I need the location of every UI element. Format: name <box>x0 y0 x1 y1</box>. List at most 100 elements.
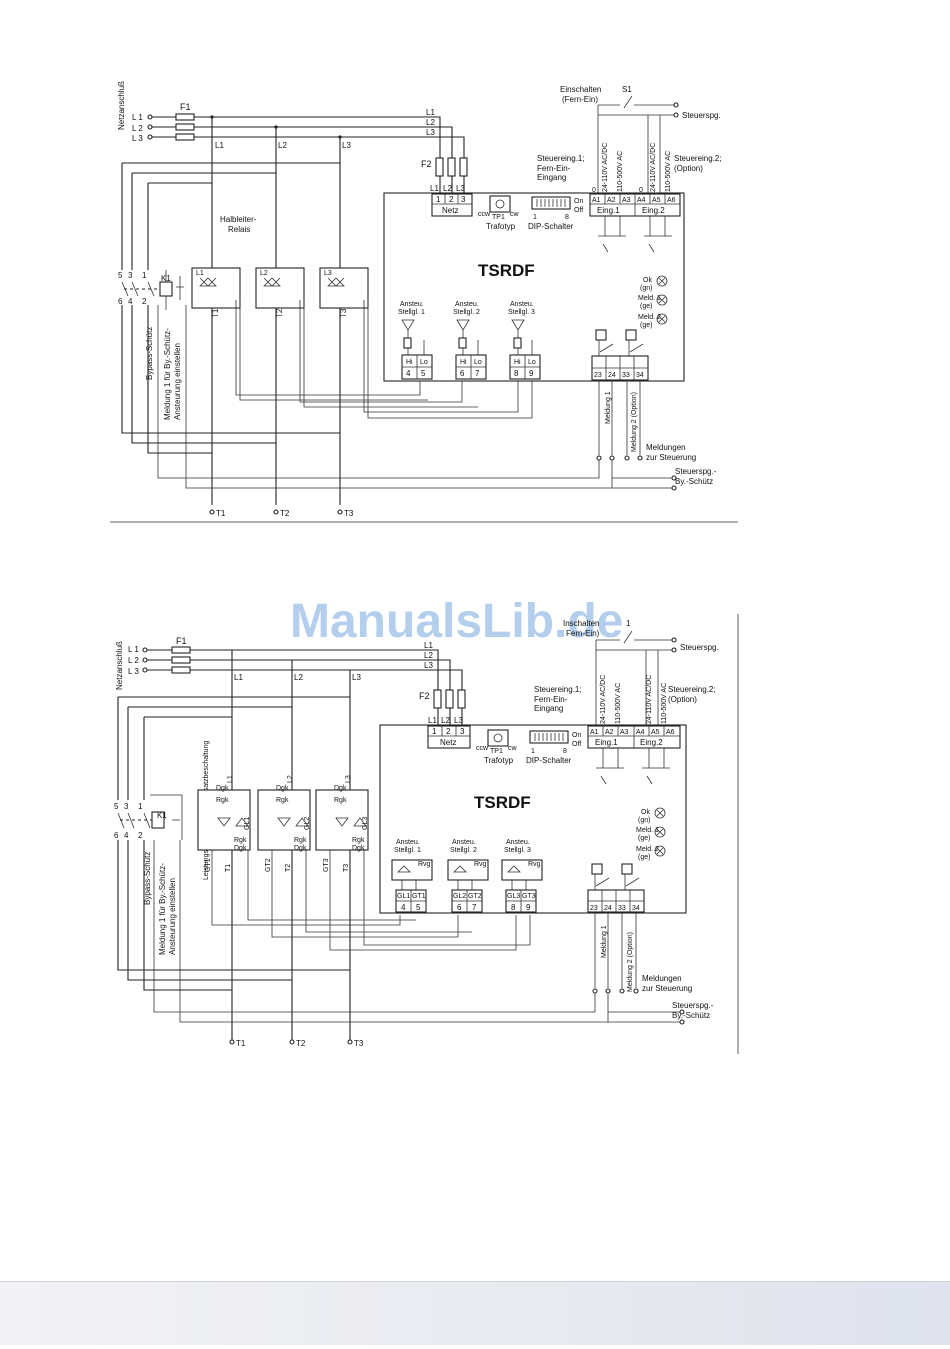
svg-text:6: 6 <box>114 831 119 840</box>
svg-text:(Option): (Option) <box>674 164 703 173</box>
svg-text:Steuereing.2;: Steuereing.2; <box>668 685 716 694</box>
svg-text:1: 1 <box>432 727 437 736</box>
svg-text:GL3: GL3 <box>507 893 520 900</box>
svg-text:5: 5 <box>118 271 123 280</box>
svg-text:Rgk: Rgk <box>234 837 247 844</box>
svg-text:GL1: GL1 <box>397 893 410 900</box>
svg-text:9: 9 <box>529 369 534 378</box>
svg-text:4: 4 <box>128 297 133 306</box>
f1-label: F1 <box>180 102 191 112</box>
svg-text:3: 3 <box>461 195 466 204</box>
svg-text:5: 5 <box>114 802 119 811</box>
svg-text:Stellgl. 1: Stellgl. 1 <box>394 847 421 854</box>
svg-text:Steuerspg.-: Steuerspg.- <box>675 467 717 476</box>
svg-text:T2: T2 <box>296 1039 306 1048</box>
svg-text:(gn): (gn) <box>638 817 650 824</box>
svg-text:Inschalten: Inschalten <box>563 619 599 628</box>
svg-text:Steuereing.1;: Steuereing.1; <box>534 685 582 694</box>
svg-text:T3: T3 <box>354 1039 364 1048</box>
svg-text:T3: T3 <box>339 308 348 318</box>
svg-text:5: 5 <box>416 903 421 912</box>
svg-text:DIP-Schalter: DIP-Schalter <box>526 756 572 765</box>
svg-text:Ansteu.: Ansteu. <box>452 839 476 846</box>
phase-l3-label: L3 <box>342 141 351 150</box>
svg-text:Eing.1: Eing.1 <box>597 206 620 215</box>
svg-text:Steuerspg.: Steuerspg. <box>682 111 721 120</box>
svg-text:Rvg: Rvg <box>528 861 541 868</box>
svg-text:Meld. 1: Meld. 1 <box>636 827 659 834</box>
watermark: ManualsLib.de <box>290 595 623 648</box>
svg-text:Eing.2: Eing.2 <box>642 206 665 215</box>
svg-text:Hi: Hi <box>514 359 521 366</box>
svg-text:GT2: GT2 <box>468 893 482 900</box>
svg-text:GL2: GL2 <box>453 893 466 900</box>
svg-text:GT1: GT1 <box>412 893 426 900</box>
svg-text:L1: L1 <box>196 270 204 277</box>
svg-text:7: 7 <box>475 369 480 378</box>
svg-text:Eing.1: Eing.1 <box>595 738 618 747</box>
l3-terminal <box>147 134 153 140</box>
fuse-f1-l2 <box>175 123 195 131</box>
svg-text:Rgk: Rgk <box>294 837 307 844</box>
svg-text:L2: L2 <box>443 184 452 193</box>
svg-text:By.-Schütz: By.-Schütz <box>675 477 713 486</box>
svg-text:Lo: Lo <box>528 359 536 366</box>
svg-text:1: 1 <box>533 214 537 221</box>
output-t1: T1 <box>216 509 226 518</box>
svg-text:Ansteu.: Ansteu. <box>510 301 534 308</box>
svg-text:Stellgl. 3: Stellgl. 3 <box>508 309 535 316</box>
svg-text:Hi: Hi <box>406 359 413 366</box>
meldung-by-label-1: Meldung 1 für By.-Schütz- <box>163 328 172 420</box>
relais-label: Relais <box>228 225 250 234</box>
svg-text:Dgk: Dgk <box>334 785 347 792</box>
svg-text:Netz: Netz <box>440 738 456 747</box>
main-lines <box>152 116 465 160</box>
svg-text:Rvg: Rvg <box>474 861 487 868</box>
svg-text:33: 33 <box>622 372 630 379</box>
svg-text:Eingang: Eingang <box>537 173 566 182</box>
svg-text:Stellgl. 1: Stellgl. 1 <box>398 309 425 316</box>
line-l3-label: L3 <box>426 128 435 137</box>
svg-text:Fern-Ein-: Fern-Ein- <box>534 695 568 704</box>
k1-coil <box>159 281 173 297</box>
svg-text:Bypass-Schütz: Bypass-Schütz <box>143 852 152 905</box>
svg-text:Meldungen: Meldungen <box>642 974 682 983</box>
svg-text:Eingang: Eingang <box>534 704 563 713</box>
svg-text:L2: L2 <box>260 270 268 277</box>
svg-text:A4: A4 <box>636 729 645 736</box>
svg-text:23: 23 <box>594 372 602 379</box>
svg-text:1: 1 <box>142 271 147 280</box>
svg-text:A1: A1 <box>590 729 599 736</box>
svg-text:24-110V AC/DC: 24-110V AC/DC <box>602 143 609 192</box>
svg-text:(Option): (Option) <box>668 695 697 704</box>
f2-label: F2 <box>421 159 432 169</box>
svg-text:Trafotyp: Trafotyp <box>486 222 516 231</box>
svg-text:33: 33 <box>618 905 626 912</box>
svg-text:Rgk: Rgk <box>352 837 365 844</box>
svg-text:8: 8 <box>511 903 516 912</box>
svg-text:TP1: TP1 <box>490 748 503 755</box>
fuse-f2-2 <box>447 157 456 177</box>
svg-text:zur Steuerung: zur Steuerung <box>646 453 696 462</box>
svg-text:34: 34 <box>636 372 644 379</box>
svg-text:(ge): (ge) <box>640 303 652 310</box>
svg-text:110-500V AC: 110-500V AC <box>617 151 624 192</box>
svg-text:Rvg: Rvg <box>418 861 431 868</box>
svg-text:Einschalten: Einschalten <box>560 85 601 94</box>
svg-text:Meldung 1 für By.-Schütz-: Meldung 1 für By.-Schütz- <box>158 863 167 955</box>
l1-terminal <box>147 114 153 120</box>
svg-text:A2: A2 <box>607 197 616 204</box>
svg-text:(ge): (ge) <box>638 854 650 861</box>
l2-terminal <box>147 124 153 130</box>
svg-text:4: 4 <box>406 369 411 378</box>
svg-text:6: 6 <box>460 369 465 378</box>
svg-text:2: 2 <box>142 297 147 306</box>
svg-text:Steuerspg.: Steuerspg. <box>680 643 719 652</box>
svg-text:Ok: Ok <box>641 809 650 816</box>
bypass-contactor: 5 3 1 6 4 2 K1 <box>118 270 184 310</box>
svg-text:zur Steuerung: zur Steuerung <box>642 984 692 993</box>
svg-text:GL1: GL1 <box>244 817 251 830</box>
svg-text:L1: L1 <box>430 184 439 193</box>
svg-text:24-110V AC/DC: 24-110V AC/DC <box>650 143 657 192</box>
